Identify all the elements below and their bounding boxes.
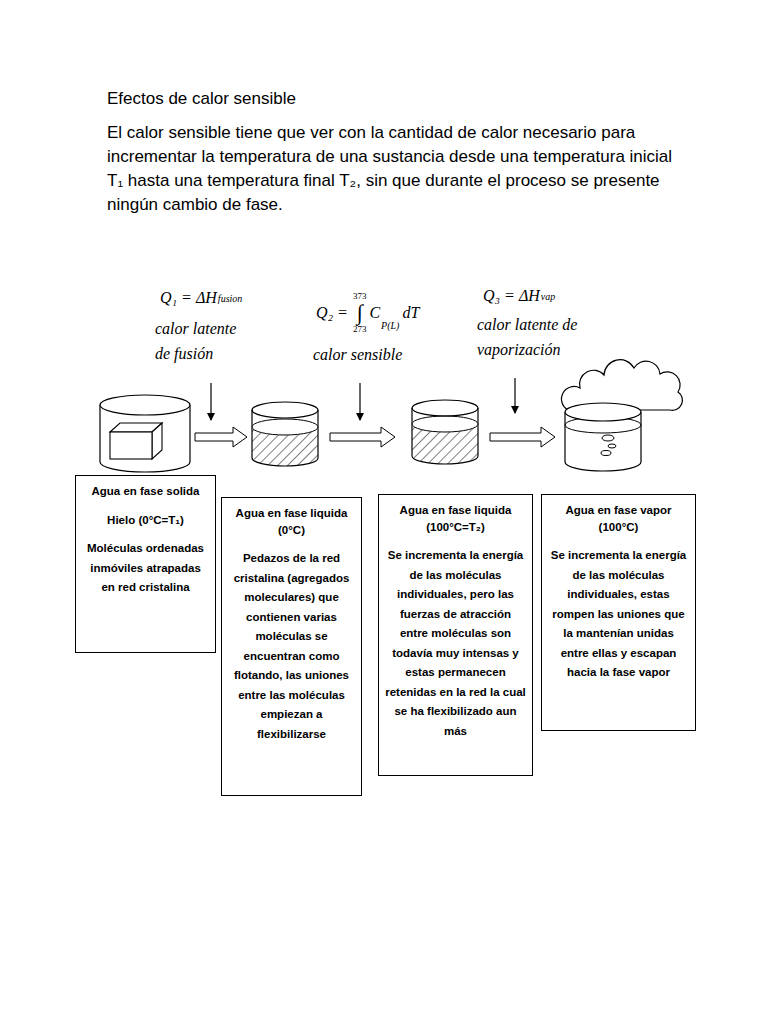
formula-subscript: vap [541,287,555,307]
formula-text: dT [402,303,419,323]
integral-limit: 373 [353,291,367,302]
ice-cube [152,423,162,459]
formula: Q₂ = 373∫273CP(L)dT [316,291,419,335]
formula-subscript: P(L) [381,316,399,336]
state-box: Agua en fase solidaHielo (0°C=T₁) Molécul… [75,475,216,653]
beaker-rim [100,395,190,415]
formula-text: Q₁ = ΔH [160,288,217,308]
heat-arrow [359,383,360,420]
beaker-rim [252,402,318,418]
integral-limit: 273 [353,324,367,335]
bubble [601,451,611,456]
process-arrow [330,427,395,447]
page-title: Efectos de calor sensible [107,88,296,110]
integral-limits: 373∫273 [353,291,367,335]
box-description: Se incrementa la energía de las molécula… [548,546,689,683]
formula: Q₃ = ΔHvap [483,286,555,306]
integral-sign: ∫ [357,302,363,324]
process-arrow [195,427,247,447]
state-box: Agua en fase vapor (100°C) Se incrementa … [541,494,696,731]
vapour-cloud [561,360,682,411]
phase-heading: Agua en fase solida [82,483,209,500]
temperature-label: Hielo (0°C=T₁) [82,512,209,529]
beaker-rim [565,403,641,421]
state-box: Agua en fase liquida (0°C) Pedazos de la … [221,497,362,796]
formula-caption: calor sensible [313,342,402,367]
formula: Q₁ = ΔHfusion [160,288,242,308]
formula-text: C [369,303,380,323]
heat-arrow [514,378,515,413]
state-box: Agua en fase liquida (100°C=T₂) Se increm… [378,494,533,776]
process-arrow [490,427,555,447]
phase-heading: Agua en fase liquida (0°C) [228,505,355,539]
phase-heading: Agua en fase vapor (100°C) [548,502,689,536]
formula-caption: calor latente de vaporización [477,312,597,362]
formula-subscript: fusion [218,289,242,309]
formula-text: Q₂ = [316,303,348,323]
box-description: Moléculas ordenadas inmóviles atrapadas … [82,539,209,598]
box-description: Se incrementa la energía de las molécula… [385,546,526,741]
heat-arrow [210,383,211,420]
liquid-surface [412,416,478,432]
phase-heading: Agua en fase liquida (100°C=T₂) [385,502,526,536]
bubble [602,435,614,441]
liquid-surface [252,419,318,435]
formula-caption: calor latente de fusión [155,316,247,366]
ice-cube [110,432,152,459]
intro-paragraph: El calor sensible tiene que ver con la c… [107,121,687,217]
bubble [608,444,616,448]
beaker-rim [412,400,478,416]
formula-text: Q₃ = ΔH [483,286,540,306]
box-description: Pedazos de la red cristalina (agregados … [228,549,355,744]
